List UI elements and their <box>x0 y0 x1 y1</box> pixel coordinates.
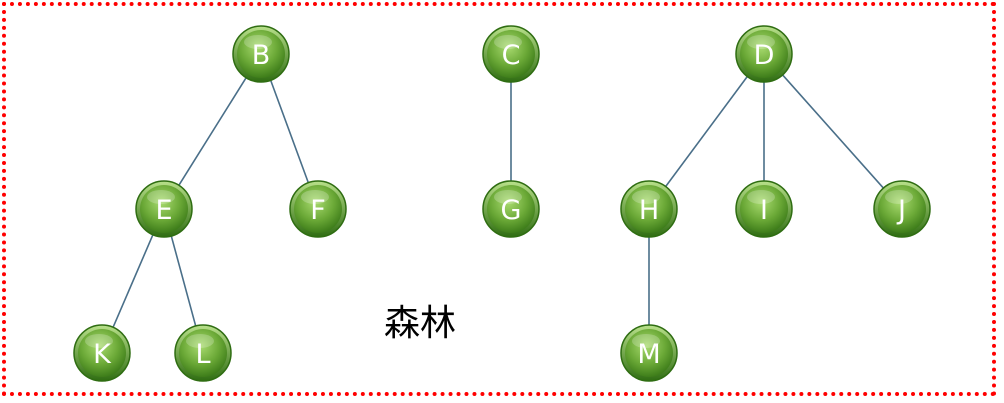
node-highlight <box>85 334 113 348</box>
node-highlight <box>632 334 660 348</box>
node-label: J <box>896 195 906 226</box>
nodes-layer: B C D E F G H I J K L M <box>73 25 931 382</box>
node-label: E <box>155 195 172 226</box>
node-body <box>294 185 342 233</box>
node-l: L <box>174 324 232 382</box>
dotted-border-frame <box>2 2 996 396</box>
node-f: F <box>289 180 347 238</box>
node-label: M <box>637 339 660 370</box>
node-i: I <box>735 180 793 238</box>
node-highlight <box>747 35 775 49</box>
node-k: K <box>73 324 131 382</box>
node-c: C <box>482 25 540 83</box>
node-body <box>487 30 535 78</box>
node-highlight <box>747 190 775 204</box>
node-d: D <box>735 25 793 83</box>
node-highlight <box>301 190 329 204</box>
node-body <box>487 185 535 233</box>
node-label: B <box>252 40 271 71</box>
node-body <box>740 30 788 78</box>
node-label: F <box>310 195 326 226</box>
node-body <box>78 329 126 377</box>
node-highlight <box>244 35 272 49</box>
node-h: H <box>620 180 678 238</box>
node-body <box>625 329 673 377</box>
forest-caption: 森林 <box>384 303 457 344</box>
node-label: D <box>754 40 775 71</box>
node-label: L <box>195 339 210 370</box>
node-label: C <box>502 40 521 71</box>
edge-d-j <box>782 74 884 189</box>
node-j: J <box>873 180 931 238</box>
node-body <box>140 185 188 233</box>
node-g: G <box>482 180 540 238</box>
node-label: I <box>760 195 768 226</box>
node-body <box>878 185 926 233</box>
node-m: M <box>620 324 678 382</box>
edge-b-e <box>178 77 247 186</box>
node-highlight <box>885 190 913 204</box>
node-body <box>625 185 673 233</box>
node-b: B <box>232 25 290 83</box>
edge-b-f <box>269 80 310 183</box>
edge-e-l <box>170 235 197 327</box>
edge-d-h <box>665 76 748 187</box>
node-label: K <box>93 339 112 370</box>
node-body <box>179 329 227 377</box>
node-highlight <box>147 190 175 204</box>
edge-e-k <box>112 234 154 328</box>
node-label: G <box>501 195 522 226</box>
node-highlight <box>494 35 522 49</box>
node-label: H <box>639 195 659 226</box>
node-highlight <box>494 190 522 204</box>
node-e: E <box>135 180 193 238</box>
node-body <box>237 30 285 78</box>
edges-layer <box>112 74 884 328</box>
node-body <box>740 185 788 233</box>
node-highlight <box>632 190 660 204</box>
node-highlight <box>186 334 214 348</box>
